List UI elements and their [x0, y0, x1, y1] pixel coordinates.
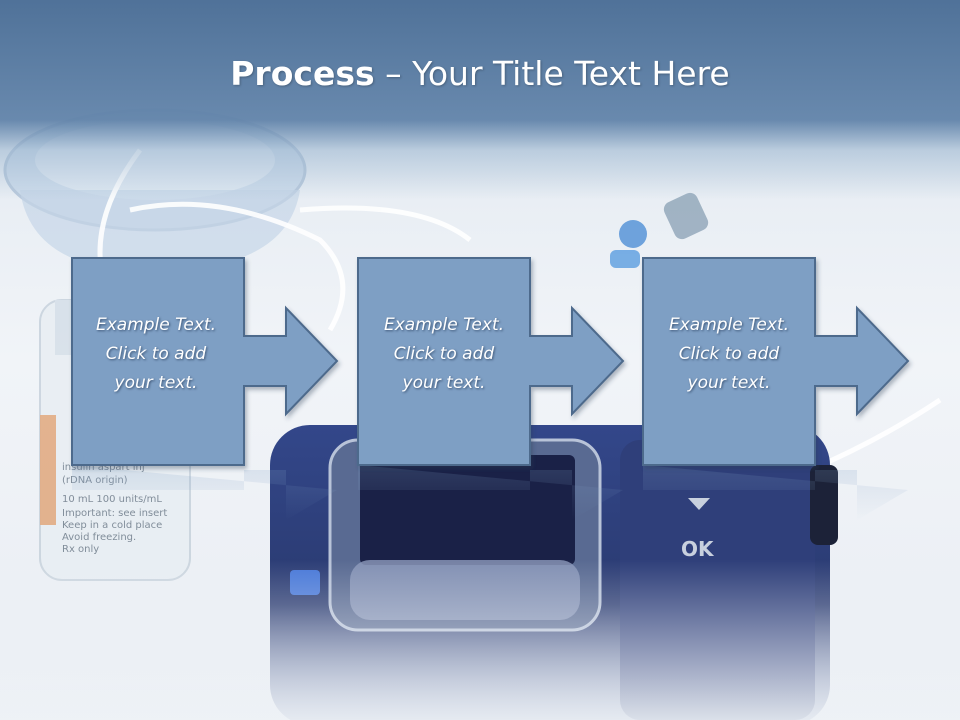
process-arrow-shape — [71, 257, 339, 466]
process-arrow-shape — [357, 257, 625, 466]
process-step-2[interactable] — [357, 257, 625, 520]
vial-label-line: Rx only — [62, 544, 99, 555]
process-step-3[interactable] — [642, 257, 910, 520]
title-rest: – Your Title Text Here — [374, 54, 730, 93]
vial-label-line: Avoid freezing. — [62, 532, 136, 543]
vial-label-line: Keep in a cold place — [62, 520, 162, 531]
vial-label-line: Important: see insert — [62, 508, 167, 519]
slide-title[interactable]: Process – Your Title Text Here — [0, 52, 960, 96]
vial-label-line: insulin aspart inj — [62, 462, 145, 473]
step-3-text[interactable]: Example Text. Click to add your text. — [668, 315, 790, 393]
step-2-text[interactable]: Example Text. Click to add your text. — [383, 315, 505, 393]
pump-ok-label: OK — [681, 537, 715, 561]
process-arrow-shape — [642, 257, 910, 466]
process-step-1[interactable] — [71, 257, 339, 520]
title-bold: Process — [230, 54, 375, 93]
title-band — [0, 0, 960, 200]
infusion-connector — [610, 192, 709, 268]
vial-label-line: 10 mL 100 units/mL — [62, 494, 162, 505]
step-1-text[interactable]: Example Text. Click to add your text. — [95, 315, 217, 393]
